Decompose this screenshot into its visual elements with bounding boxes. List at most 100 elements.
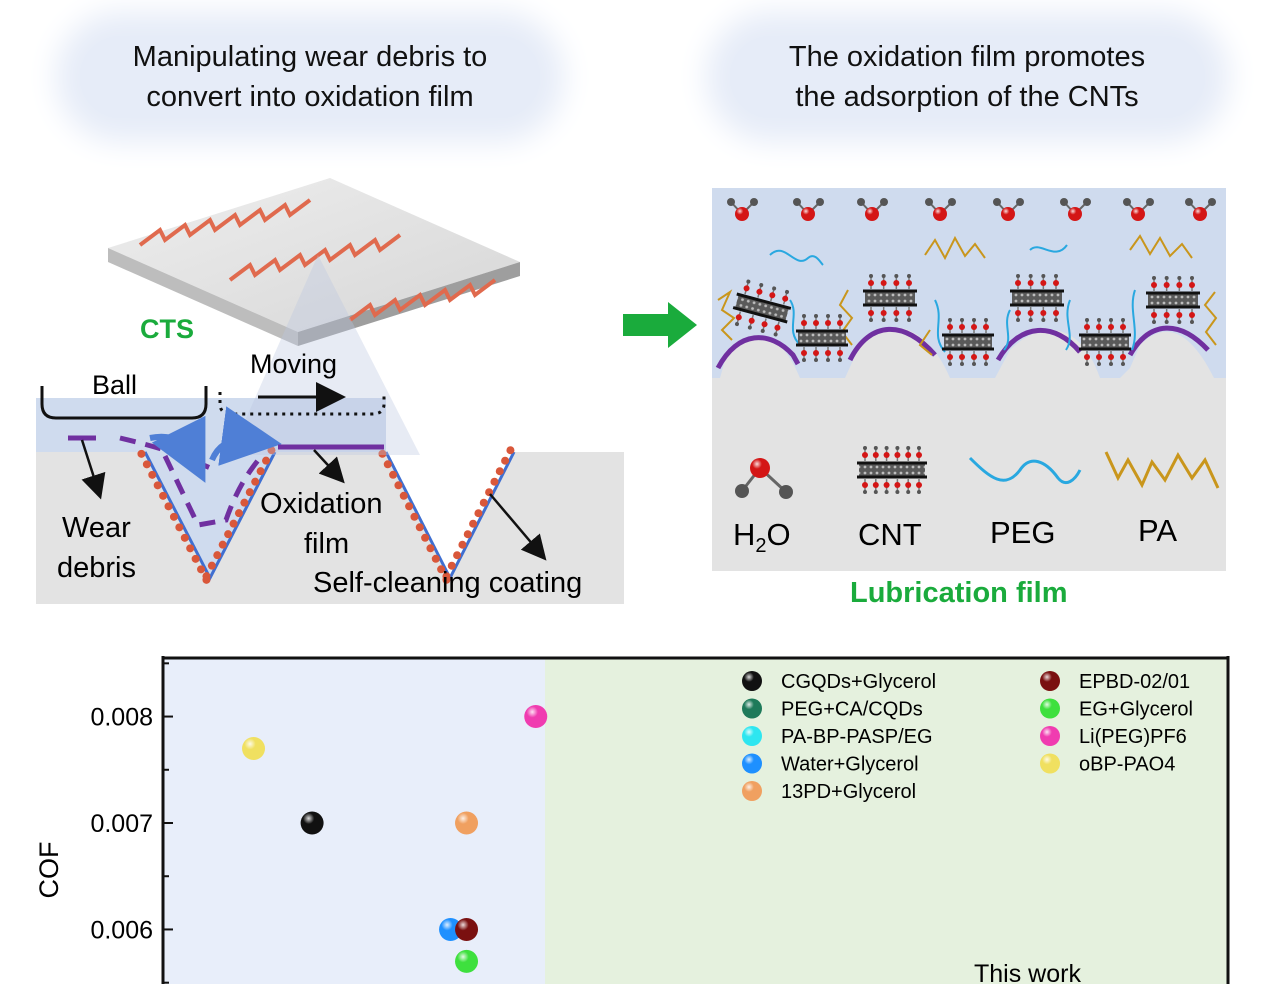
pa-chain [1203, 291, 1218, 346]
legend-peg-icon [968, 456, 1082, 484]
pa-chain [717, 289, 736, 341]
data-point [455, 811, 479, 835]
coating-dot [399, 491, 408, 500]
coating-dot [159, 491, 168, 500]
legend-label: Water+Glycerol [781, 754, 919, 776]
coating-dot [262, 456, 271, 465]
headline-left: Manipulating wear debris to convert into… [60, 37, 560, 117]
data-point [455, 949, 479, 973]
coating-dot [442, 572, 451, 581]
headline-left-line-1: Manipulating wear debris to [132, 41, 488, 73]
coating-dot [426, 544, 435, 553]
coating-dot [245, 488, 254, 497]
coating-dot [447, 561, 456, 570]
moving-label: Moving [250, 349, 337, 379]
coating-dots [137, 446, 515, 584]
coating-dot [474, 509, 483, 518]
coating-dot [421, 533, 430, 542]
coating-dot [415, 523, 424, 532]
legend-pa-label: PA [1138, 513, 1177, 548]
coating-dot [394, 481, 403, 490]
cts-slab [108, 178, 520, 455]
headline-right-line-1: The oxidation film promotes [788, 41, 1146, 73]
pa-chain [924, 235, 986, 261]
water-molecule [793, 198, 824, 221]
coating-dot [506, 446, 515, 455]
headline-right: The oxidation film promotes the adsorpti… [717, 37, 1217, 117]
coating-dot [469, 519, 478, 528]
legend-cnt-label: CNT [858, 517, 922, 552]
coating-dot [251, 477, 260, 486]
coating-dot [202, 572, 211, 581]
coating-dot [410, 512, 419, 521]
cnt-molecule [732, 279, 792, 337]
headline-left-glow [80, 36, 540, 118]
coating-dot [218, 540, 227, 549]
left-schematic: CTS Ball Moving Wear debris Oxidation fi… [36, 178, 624, 604]
coating-dot [378, 449, 387, 458]
lubrication-film-caption: Lubrication film [850, 577, 1068, 609]
legend-marker [742, 698, 762, 719]
this-work-annotation: This work [974, 960, 1081, 984]
legend-pa-icon [1104, 451, 1220, 489]
coating-dot [431, 554, 440, 563]
water-molecule [727, 198, 758, 221]
legend-cnt-icon [857, 446, 927, 494]
legend-h2o-label: H2O [733, 517, 791, 557]
coating-dot [148, 470, 157, 479]
legend-h2o-icon [735, 458, 793, 499]
data-point [455, 917, 479, 941]
coating-dot [197, 565, 206, 574]
cnt-molecule [863, 274, 917, 322]
ball-label: Ball [92, 370, 137, 400]
coating-dot [229, 519, 238, 528]
coating-dot [137, 449, 146, 458]
legend-marker [1040, 698, 1060, 719]
transition-arrow [623, 302, 697, 348]
y-tick-label: 0.007 [90, 810, 153, 838]
coating-dot [501, 456, 510, 465]
peg-chain [769, 249, 824, 266]
coating-dot [180, 533, 189, 542]
legend-peg-label: PEG [990, 515, 1055, 550]
coating-dot [453, 551, 462, 560]
pa-chain [1129, 234, 1193, 259]
oxidation-film-label-1: Oxidation [260, 488, 383, 520]
cnt-molecule [796, 314, 848, 362]
y-tick-label: 0.006 [90, 916, 153, 944]
legend-label: 13PD+Glycerol [781, 781, 916, 803]
region-left [163, 658, 545, 984]
coating-dot [490, 477, 499, 486]
legend-label: PEG+CA/CQDs [781, 699, 923, 721]
y-tick-label: 0.008 [90, 704, 153, 732]
data-point [439, 917, 463, 941]
wear-debris-label-1: Wear [62, 512, 131, 544]
coating-dot [191, 554, 200, 563]
legend-marker [1040, 726, 1060, 746]
coating-dot [186, 544, 195, 553]
coating-dot [458, 540, 467, 549]
headline-right-glow [730, 36, 1205, 118]
coating-dot [175, 523, 184, 532]
coating-dot [405, 502, 414, 511]
data-point [524, 705, 548, 729]
peg-chain [1003, 309, 1011, 351]
legend-label: CGQDs+Glycerol [781, 671, 936, 693]
y-ticks: 0.006 0.007 0.008 [90, 662, 173, 984]
pa-chain [918, 329, 933, 356]
legend-label: oBP-PAO4 [1079, 754, 1175, 776]
cnt-molecule [1079, 318, 1131, 366]
coating-dot [479, 498, 488, 507]
legend-marker [742, 781, 762, 801]
peg-chain [1065, 299, 1071, 351]
ball-outline [40, 386, 208, 420]
cnt-molecule [1146, 276, 1200, 324]
water-molecule [925, 198, 956, 221]
water-molecule-row [727, 198, 1216, 221]
peg-chain [1029, 244, 1068, 253]
chart-legend: CGQDs+GlycerolPEG+CA/CQDsPA-BP-PASP/EGWa… [742, 671, 1193, 803]
coating-dot [463, 530, 472, 539]
right-schematic: H2O CNT PEG PA [712, 188, 1226, 571]
